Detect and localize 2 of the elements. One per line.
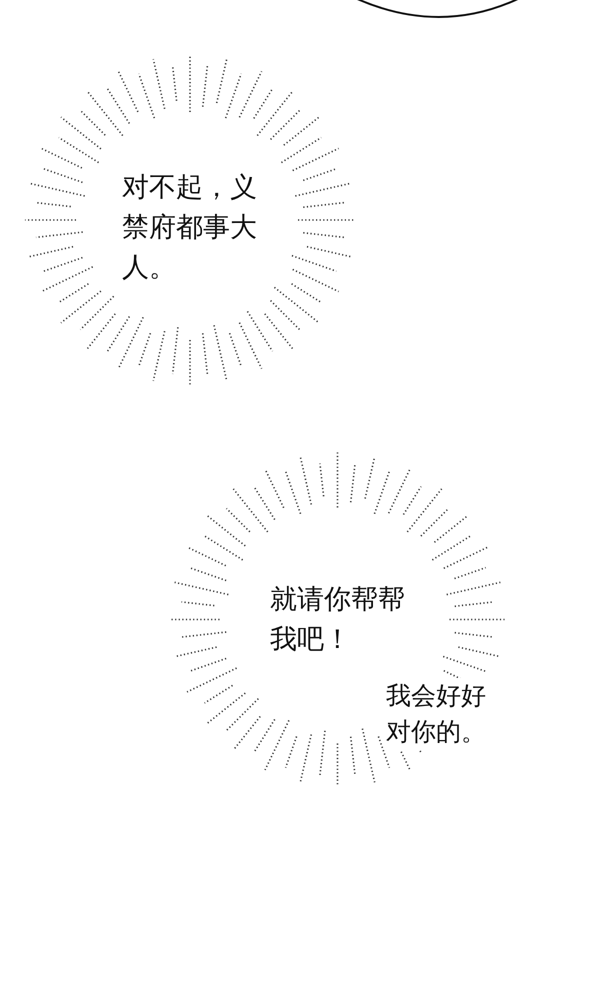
bubble-text: 对不起，义禁府都事大人。 [122, 171, 258, 285]
bubble-text: 就请你帮帮我吧！ [270, 583, 406, 657]
